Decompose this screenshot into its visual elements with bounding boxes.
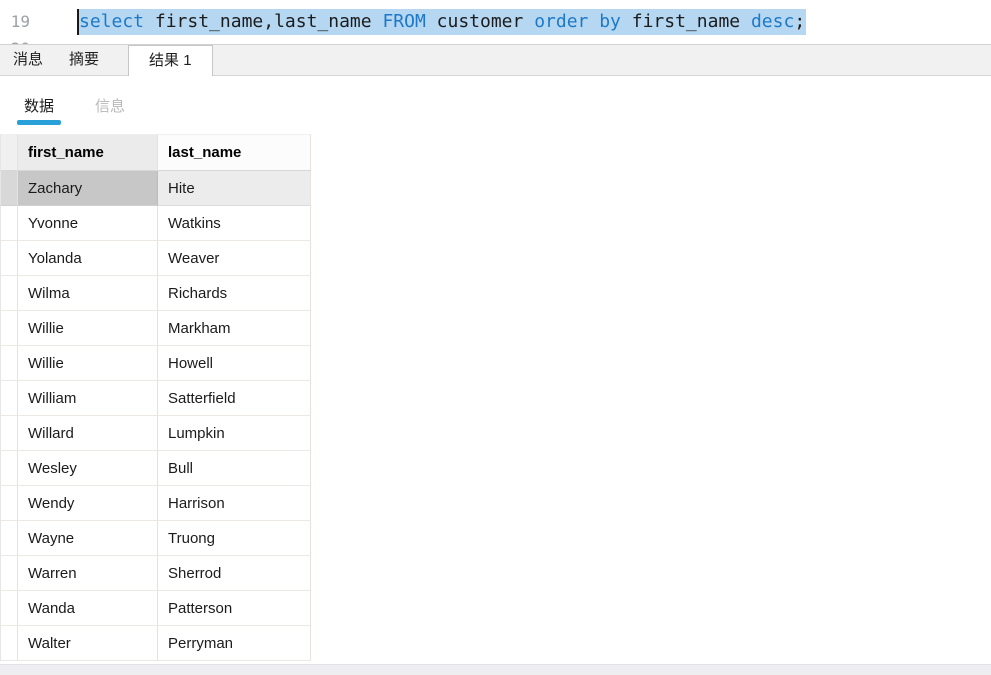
horizontal-scrollbar[interactable] [0, 664, 991, 675]
row-selector-gutter[interactable] [0, 206, 18, 241]
row-selector-gutter[interactable] [0, 556, 18, 591]
cell-last_name[interactable]: Sherrod [158, 556, 311, 591]
cell-last_name[interactable]: Hite [158, 171, 311, 206]
row-selector-gutter[interactable] [0, 451, 18, 486]
row-selector-gutter[interactable] [0, 311, 18, 346]
editor-line-18: 18 [0, 0, 991, 8]
cell-first_name[interactable]: Wilma [18, 276, 158, 311]
sql-token-plain: first_name [620, 11, 751, 32]
column-header-first-name[interactable]: first_name [18, 134, 158, 171]
tab-result-1[interactable]: 结果 1 [128, 45, 213, 76]
cell-first_name[interactable]: Yvonne [18, 206, 158, 241]
subtab-info-label: 信息 [95, 97, 126, 115]
sql-token-plain [588, 11, 599, 32]
editor-line-20: 20 [0, 36, 991, 44]
sql-selected-text[interactable]: select first_name,last_name FROM custome… [79, 9, 807, 35]
cell-first_name[interactable]: Warren [18, 556, 158, 591]
text-cursor [77, 9, 79, 35]
row-selector-gutter[interactable] [0, 276, 18, 311]
cell-first_name[interactable]: Walter [18, 626, 158, 661]
sql-token-keyword: by [599, 11, 621, 32]
cell-last_name[interactable]: Satterfield [158, 381, 311, 416]
sql-token-plain: first_name,last_name [144, 11, 383, 32]
result-tab-bar: 消息 摘要 结果 1 [0, 45, 991, 76]
cell-last_name[interactable]: Howell [158, 346, 311, 381]
header-gutter[interactable] [0, 134, 18, 171]
cell-last_name[interactable]: Weaver [158, 241, 311, 276]
row-selector-gutter[interactable] [0, 626, 18, 661]
tab-summary[interactable]: 摘要 [69, 51, 100, 68]
cell-last_name[interactable]: Markham [158, 311, 311, 346]
row-selector-gutter[interactable] [0, 381, 18, 416]
cell-first_name[interactable]: Willie [18, 311, 158, 346]
cell-last_name[interactable]: Lumpkin [158, 416, 311, 451]
sql-token-keyword: desc [750, 11, 795, 32]
cell-first_name[interactable]: Wanda [18, 591, 158, 626]
grid-header-row: first_name last_name [0, 134, 311, 171]
sql-token-keyword: select [79, 11, 145, 32]
row-selector-gutter[interactable] [0, 346, 18, 381]
row-selector-gutter[interactable] [0, 416, 18, 451]
subtab-info[interactable]: 信息 [91, 76, 129, 134]
subtab-data[interactable]: 数据 [17, 76, 62, 134]
cell-last_name[interactable]: Patterson [158, 591, 311, 626]
cell-first_name[interactable]: Yolanda [18, 241, 158, 276]
line-number: 19 [10, 12, 30, 31]
row-selector-gutter[interactable] [0, 521, 18, 556]
row-selector-gutter[interactable] [0, 171, 18, 206]
row-selector-gutter[interactable] [0, 486, 18, 521]
line-number: 20 [0, 36, 30, 44]
sql-token-keyword: order [534, 11, 589, 32]
line-number: 18 [0, 0, 30, 8]
sql-token-keyword: FROM [382, 11, 426, 32]
column-header-last-name[interactable]: last_name [158, 134, 311, 171]
active-subtab-underline [17, 120, 62, 125]
cell-first_name[interactable]: Zachary [18, 171, 158, 206]
sql-token-plain: customer [425, 11, 535, 32]
cell-last_name[interactable]: Richards [158, 276, 311, 311]
result-sub-tab-bar: 数据 信息 [0, 76, 991, 134]
cell-first_name[interactable]: Wayne [18, 521, 158, 556]
row-selector-gutter[interactable] [0, 591, 18, 626]
row-selector-gutter[interactable] [0, 241, 18, 276]
cell-last_name[interactable]: Watkins [158, 206, 311, 241]
cell-first_name[interactable]: Wendy [18, 486, 158, 521]
cell-last_name[interactable]: Harrison [158, 486, 311, 521]
cell-first_name[interactable]: William [18, 381, 158, 416]
cell-last_name[interactable]: Truong [158, 521, 311, 556]
sql-editor[interactable]: 18 19 select first_name,last_name FROM c… [0, 0, 991, 45]
subtab-data-label: 数据 [24, 97, 55, 115]
cell-last_name[interactable]: Bull [158, 451, 311, 486]
sql-token-plain: ; [794, 11, 806, 32]
cell-last_name[interactable]: Perryman [158, 626, 311, 661]
cell-first_name[interactable]: Willie [18, 346, 158, 381]
cell-first_name[interactable]: Willard [18, 416, 158, 451]
tab-messages[interactable]: 消息 [13, 51, 44, 68]
editor-line-19[interactable]: 19 select first_name,last_name FROM cust… [0, 9, 991, 35]
cell-first_name[interactable]: Wesley [18, 451, 158, 486]
